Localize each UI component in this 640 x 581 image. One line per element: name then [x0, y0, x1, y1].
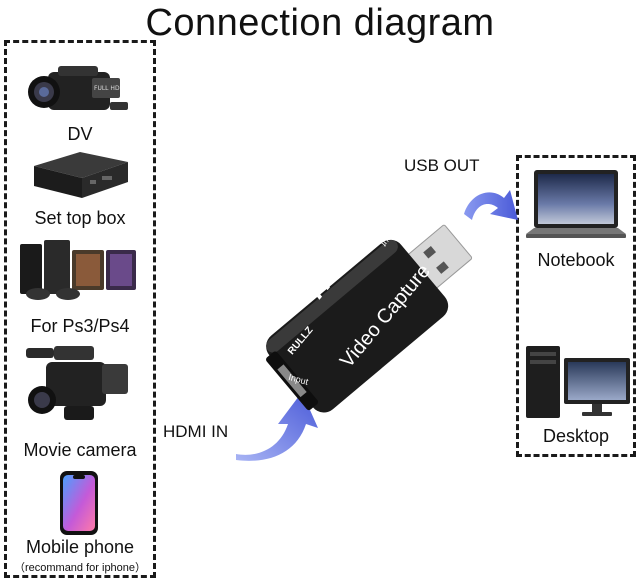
device-label-notebook: Notebook [537, 250, 615, 270]
phone-icon [60, 471, 98, 535]
source-devices-panel [4, 40, 156, 578]
desktop-icon [526, 346, 630, 418]
camcorder-icon: FULL HD [28, 66, 128, 110]
device-label-set-top-box: Set top box [34, 208, 126, 228]
device-label-dv: DV [67, 124, 93, 144]
hdmi-capture-dongle [266, 224, 473, 413]
device-sublabel-mobile-phone: （recommand for iphone） [13, 562, 147, 574]
device-label-desktop: Desktop [542, 426, 610, 446]
device-label-movie-camera: Movie camera [23, 440, 137, 460]
device-label-mobile-phone: Mobile phone [25, 537, 135, 557]
hdmi-in-label: HDMI IN [163, 422, 229, 441]
movie-camera-icon [26, 346, 128, 420]
device-label-console: For Ps3/Ps4 [30, 316, 130, 336]
usb-out-label: USB OUT [404, 156, 480, 175]
set-top-box-icon [34, 152, 128, 198]
arrow-from-hdmi-icon [236, 392, 318, 461]
output-devices-panel [516, 155, 636, 457]
arrow-to-notebook-icon [464, 190, 518, 220]
svg-text:FULL HD: FULL HD [94, 85, 120, 92]
diagram-title: Connection diagram [145, 2, 495, 44]
game-console-icon [20, 240, 136, 300]
laptop-icon [526, 170, 626, 238]
